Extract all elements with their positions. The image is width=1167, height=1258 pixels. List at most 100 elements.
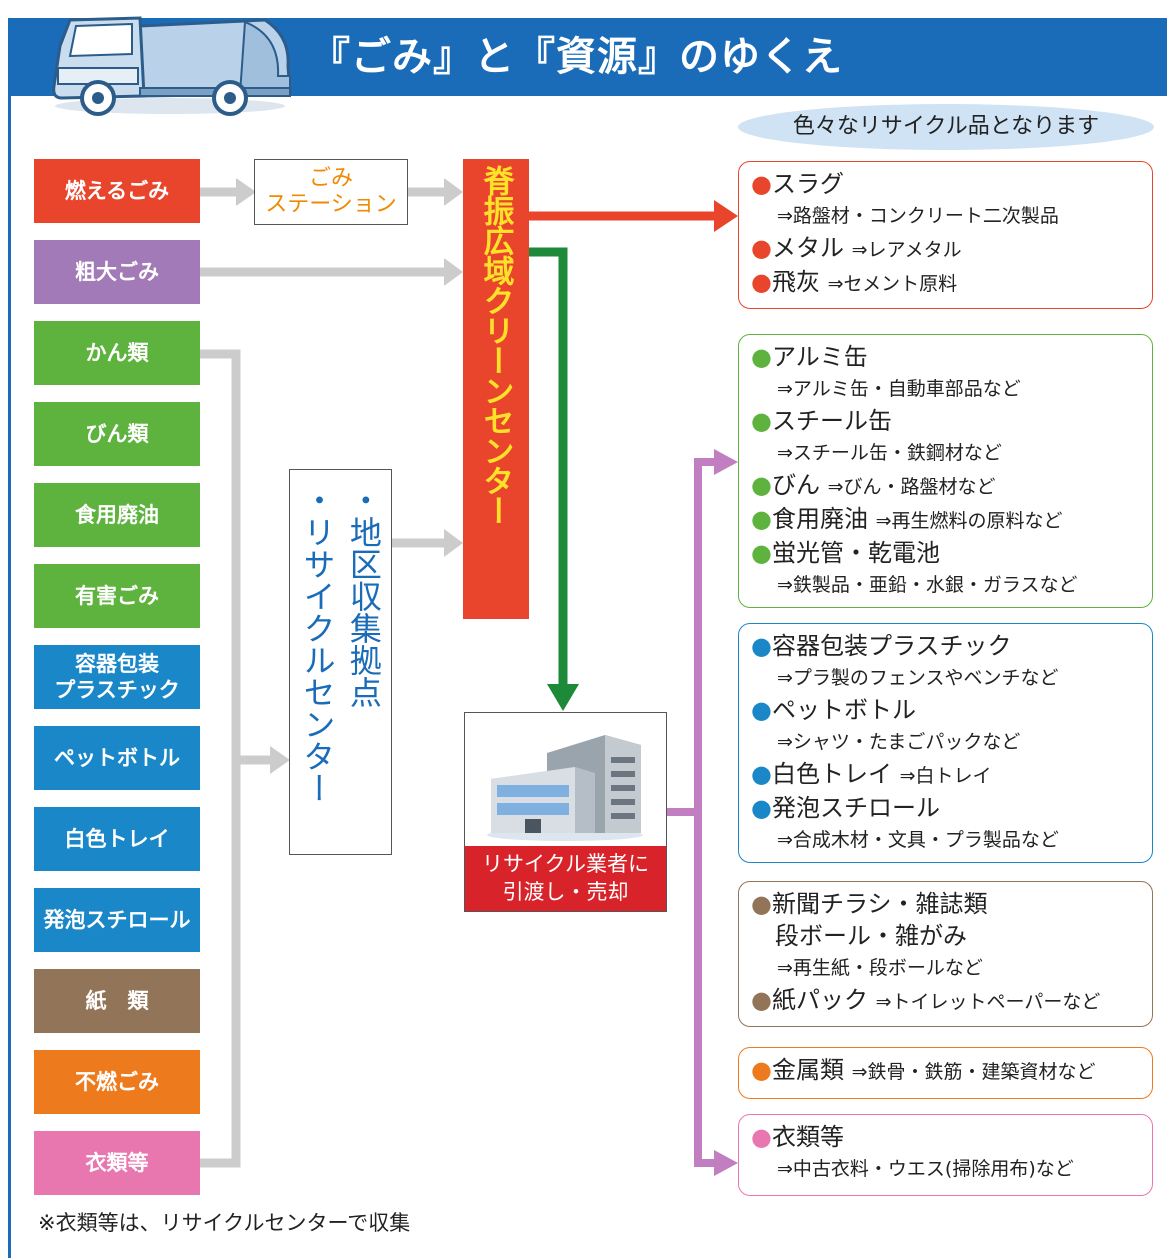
garbage-truck-icon bbox=[52, 16, 292, 116]
result-item-name: 食用廃油 bbox=[771, 505, 868, 533]
result-item-name: 飛灰 bbox=[771, 268, 820, 296]
garbage-station-box: ごみ ステーション bbox=[254, 159, 408, 225]
recycle-center-label: ・リサイクルセンター bbox=[298, 484, 337, 804]
result-item: ●食用廃油 ⇒再生燃料の原料など bbox=[751, 503, 1142, 537]
category-item: 有害ごみ bbox=[34, 564, 200, 628]
result-item-destination: ⇒セメント原料 bbox=[827, 273, 958, 295]
result-item: ●スラグ bbox=[751, 168, 1142, 200]
result-item-name-2: 段ボール・雑がみ bbox=[775, 922, 967, 950]
bullet-dot-icon: ● bbox=[751, 696, 772, 724]
page-title: 『ごみ』と『資源』のゆくえ bbox=[310, 34, 843, 80]
result-item-name: 容器包装プラスチック bbox=[771, 632, 1012, 660]
result-item-destination: ⇒合成木材・文具・プラ製品など bbox=[777, 829, 1059, 851]
arrowhead-station bbox=[236, 178, 256, 206]
result-item-name: 白色トレイ bbox=[771, 760, 892, 788]
bullet-dot-icon: ● bbox=[751, 234, 772, 262]
subtitle-bubble: 色々なリサイクル品となります bbox=[738, 104, 1154, 150]
diagram-frame bbox=[8, 18, 1167, 1258]
category-item: 不燃ごみ bbox=[34, 1050, 200, 1114]
arrowhead-center-1 bbox=[444, 178, 463, 206]
result-item-destination: ⇒トイレットペーパーなど bbox=[875, 991, 1101, 1013]
bullet-dot-icon: ● bbox=[751, 632, 772, 660]
recycler-line1: リサイクル業者に bbox=[482, 852, 649, 877]
result-item: ●蛍光管・乾電池 bbox=[751, 537, 1142, 569]
result-item-destination: ⇒鉄骨・鉄筋・建築資材など bbox=[851, 1061, 1096, 1083]
result-item: ●紙パック ⇒トイレットペーパーなど bbox=[751, 984, 1142, 1018]
arrowhead-center-2 bbox=[444, 258, 463, 286]
footnote: ※衣類等は、リサイクルセンターで収集 bbox=[38, 1211, 411, 1235]
result-item: ●飛灰 ⇒セメント原料 bbox=[751, 266, 1142, 300]
arrow-green-line bbox=[529, 247, 568, 686]
result-item: ●新聞チラシ・雑誌類 bbox=[751, 888, 1142, 920]
result-box: ●アルミ缶⇒アルミ缶・自動車部品など●スチール缶⇒スチール缶・鉄鋼材など●びん … bbox=[738, 334, 1153, 608]
building-icon bbox=[487, 735, 643, 841]
recycler-line2: 引渡し・売却 bbox=[502, 879, 629, 904]
bullet-dot-icon: ● bbox=[751, 343, 772, 371]
result-item-destination: ⇒中古衣料・ウエス(掃除用布)など bbox=[777, 1158, 1074, 1180]
result-item-name: スチール缶 bbox=[771, 407, 892, 435]
result-item: ●白色トレイ ⇒白トレイ bbox=[751, 758, 1142, 792]
result-item-destination: ⇒プラ製のフェンスやベンチなど bbox=[777, 667, 1059, 689]
category-item: 燃えるごみ bbox=[34, 159, 200, 223]
category-item: 容器包装 プラスチック bbox=[34, 645, 200, 709]
result-item-destination: ⇒スチール缶・鉄鋼材など bbox=[777, 442, 1002, 464]
category-item: 紙 類 bbox=[34, 969, 200, 1033]
result-box: ●金属類 ⇒鉄骨・鉄筋・建築資材など bbox=[738, 1047, 1153, 1099]
result-item-name: スラグ bbox=[771, 170, 844, 198]
arrow-purple-head-bottom bbox=[714, 1150, 738, 1176]
arrowhead-recycle bbox=[270, 746, 290, 774]
result-item-destination: ⇒再生燃料の原料など bbox=[875, 510, 1063, 532]
recycler-label: リサイクル業者に 引渡し・売却 bbox=[465, 846, 666, 911]
category-item: かん類 bbox=[34, 321, 200, 385]
category-item: 食用廃油 bbox=[34, 483, 200, 547]
arrowhead-center-3 bbox=[444, 529, 463, 557]
result-box: ●スラグ⇒路盤材・コンクリート二次製品●メタル ⇒レアメタル●飛灰 ⇒セメント原… bbox=[738, 161, 1153, 309]
result-item-name: 蛍光管・乾電池 bbox=[771, 539, 940, 567]
result-item: ●衣類等 bbox=[751, 1121, 1142, 1153]
bullet-dot-icon: ● bbox=[751, 268, 772, 296]
station-line2: ステーション bbox=[265, 192, 397, 217]
clean-center-box: 脊振広域クリーンセンター bbox=[463, 159, 529, 619]
result-item-destination: ⇒アルミ缶・自動車部品など bbox=[777, 378, 1021, 400]
bullet-dot-icon: ● bbox=[751, 505, 772, 533]
bullet-dot-icon: ● bbox=[751, 539, 772, 567]
category-item: 粗大ごみ bbox=[34, 240, 200, 304]
district-collection-label: ・地区収集拠点 bbox=[344, 484, 383, 708]
result-item: ●ペットボトル bbox=[751, 694, 1142, 726]
result-item-destination: ⇒鉄製品・亜鉛・水銀・ガラスなど bbox=[777, 574, 1078, 596]
bullet-dot-icon: ● bbox=[751, 890, 772, 918]
arrow-purple-branch bbox=[694, 458, 718, 1167]
bullet-dot-icon: ● bbox=[751, 1123, 772, 1151]
arrow-purple-head-top bbox=[714, 449, 738, 475]
bullet-dot-icon: ● bbox=[751, 794, 772, 822]
result-item-destination: ⇒びん・路盤材など bbox=[827, 476, 996, 498]
result-item: ●発泡スチロール bbox=[751, 792, 1142, 824]
result-item-destination: ⇒シャツ・たまごパックなど bbox=[777, 731, 1021, 753]
result-item-destination: ⇒レアメタル bbox=[851, 239, 962, 261]
result-item-destination: ⇒再生紙・段ボールなど bbox=[777, 957, 983, 979]
category-item: びん類 bbox=[34, 402, 200, 466]
result-item-name: 新聞チラシ・雑誌類 bbox=[771, 890, 988, 918]
result-item-name: 衣類等 bbox=[771, 1123, 844, 1151]
result-item-name: びん bbox=[771, 471, 820, 499]
arrow-collector-line bbox=[200, 349, 241, 1168]
result-box: ●新聞チラシ・雑誌類段ボール・雑がみ⇒再生紙・段ボールなど●紙パック ⇒トイレッ… bbox=[738, 881, 1153, 1027]
arrow-red-head bbox=[714, 200, 738, 232]
result-item: ●スチール缶 bbox=[751, 405, 1142, 437]
bullet-dot-icon: ● bbox=[751, 986, 772, 1014]
bullet-dot-icon: ● bbox=[751, 471, 772, 499]
result-item: ●容器包装プラスチック bbox=[751, 630, 1142, 662]
bullet-dot-icon: ● bbox=[751, 407, 772, 435]
category-item: 発泡スチロール bbox=[34, 888, 200, 952]
station-line1: ごみ bbox=[308, 165, 353, 191]
result-box: ●容器包装プラスチック⇒プラ製のフェンスやベンチなど●ペットボトル⇒シャツ・たま… bbox=[738, 623, 1153, 863]
result-item: ●メタル ⇒レアメタル bbox=[751, 232, 1142, 266]
result-box: ●衣類等 ⇒中古衣料・ウエス(掃除用布)など bbox=[738, 1114, 1153, 1196]
category-item: ペットボトル bbox=[34, 726, 200, 790]
clean-center-label: 脊振広域クリーンセンター bbox=[477, 165, 514, 525]
recycle-center-box: ・リサイクルセンター ・地区収集拠点 bbox=[289, 469, 392, 855]
bullet-dot-icon: ● bbox=[751, 760, 772, 788]
bullet-dot-icon: ● bbox=[751, 170, 772, 198]
category-item: 白色トレイ bbox=[34, 807, 200, 871]
